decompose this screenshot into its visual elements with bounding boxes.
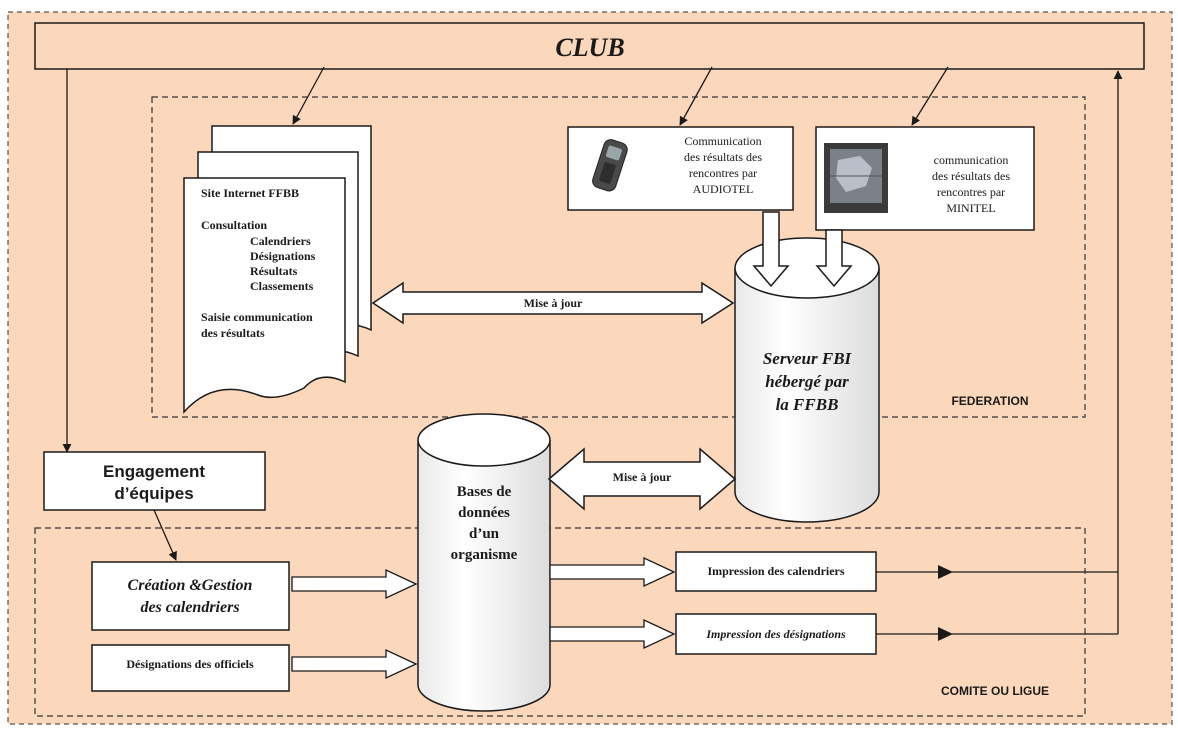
impression-calendriers-box: [675, 551, 877, 592]
minitel-to-server-arrow: [815, 229, 853, 288]
server-line-3: la FFBB: [776, 395, 839, 414]
database-line-3: d’un: [469, 526, 500, 542]
comite-region: [34, 527, 1086, 717]
database-line-4: organisme: [451, 547, 518, 563]
website-document-stack: [183, 125, 372, 414]
minitel-line-4: MINITEL: [946, 201, 995, 215]
federation-region: [151, 96, 1086, 418]
audiotel-line-1: Communication: [684, 134, 761, 148]
club-label: CLUB: [555, 33, 624, 62]
server-line-2: hébergé par: [765, 372, 849, 391]
engagement-line-1: Engagement: [103, 462, 205, 481]
minitel-line-1: communication: [934, 153, 1009, 167]
designations-output-arrowhead: [938, 627, 953, 641]
club-bar: [34, 22, 1145, 70]
impression-calendriers-label: Impression des calendriers: [707, 564, 844, 578]
audiotel-box: [567, 126, 794, 211]
website-consultation: Consultation: [201, 218, 267, 232]
website-item-designations: Désignations: [250, 249, 316, 263]
database-to-designations-arrow: [549, 618, 676, 650]
engagement-line-2: d’équipes: [114, 484, 193, 503]
website-item-calendriers: Calendriers: [250, 234, 311, 248]
impression-designations-label: Impression des désignations: [705, 627, 846, 641]
mise-a-jour-bottom-arrow: [547, 447, 737, 511]
designations-to-database-arrow: [291, 648, 418, 680]
database-line-2: données: [458, 505, 510, 521]
designations-officiels-label: Désignations des officiels: [126, 657, 254, 671]
website-saisie-line1: Saisie communication: [201, 310, 313, 324]
website-title: Site Internet FFBB: [201, 186, 299, 200]
federation-label: FEDERATION: [951, 394, 1028, 408]
creation-box: [91, 561, 290, 631]
comite-label: COMITE OU LIGUE: [941, 684, 1049, 698]
creation-line-2: des calendriers: [140, 599, 239, 616]
minitel-line-2: des résultats des: [932, 169, 1010, 183]
mise-a-jour-bottom-label: Mise à jour: [613, 470, 672, 484]
website-item-classements: Classements: [250, 279, 314, 293]
minitel-screen-icon: [824, 143, 888, 213]
website-saisie-line2: des résultats: [201, 326, 265, 340]
engagement-to-creation-arrow: [153, 509, 177, 561]
club-to-website-arrow: [292, 66, 325, 125]
mise-a-jour-top-arrow: [371, 281, 735, 325]
calendriers-output-arrowhead: [938, 565, 953, 579]
database-line-1: Bases de: [457, 484, 512, 500]
minitel-line-3: rencontres par: [937, 185, 1005, 199]
audiotel-line-4: AUDIOTEL: [693, 182, 754, 196]
audiotel-line-3: rencontres par: [689, 166, 757, 180]
server-line-1: Serveur FBI: [763, 349, 853, 368]
website-item-resultats: Résultats: [250, 264, 298, 278]
connector-lines: [62, 66, 1123, 635]
creation-line-1: Création &Gestion: [128, 577, 253, 594]
club-to-audiotel-arrow: [679, 66, 713, 126]
phone-icon: [592, 139, 628, 192]
mise-a-jour-top-label: Mise à jour: [524, 296, 583, 310]
club-to-minitel-arrow: [911, 66, 949, 126]
audiotel-to-server-arrow: [752, 211, 790, 288]
database-cylinder: [417, 413, 551, 712]
creation-to-database-arrow: [291, 568, 418, 600]
designations-officiels-box: [91, 644, 290, 692]
audiotel-line-2: des résultats des: [684, 150, 762, 164]
impression-designations-box: [675, 613, 877, 655]
database-to-calendriers-arrow: [549, 556, 676, 588]
